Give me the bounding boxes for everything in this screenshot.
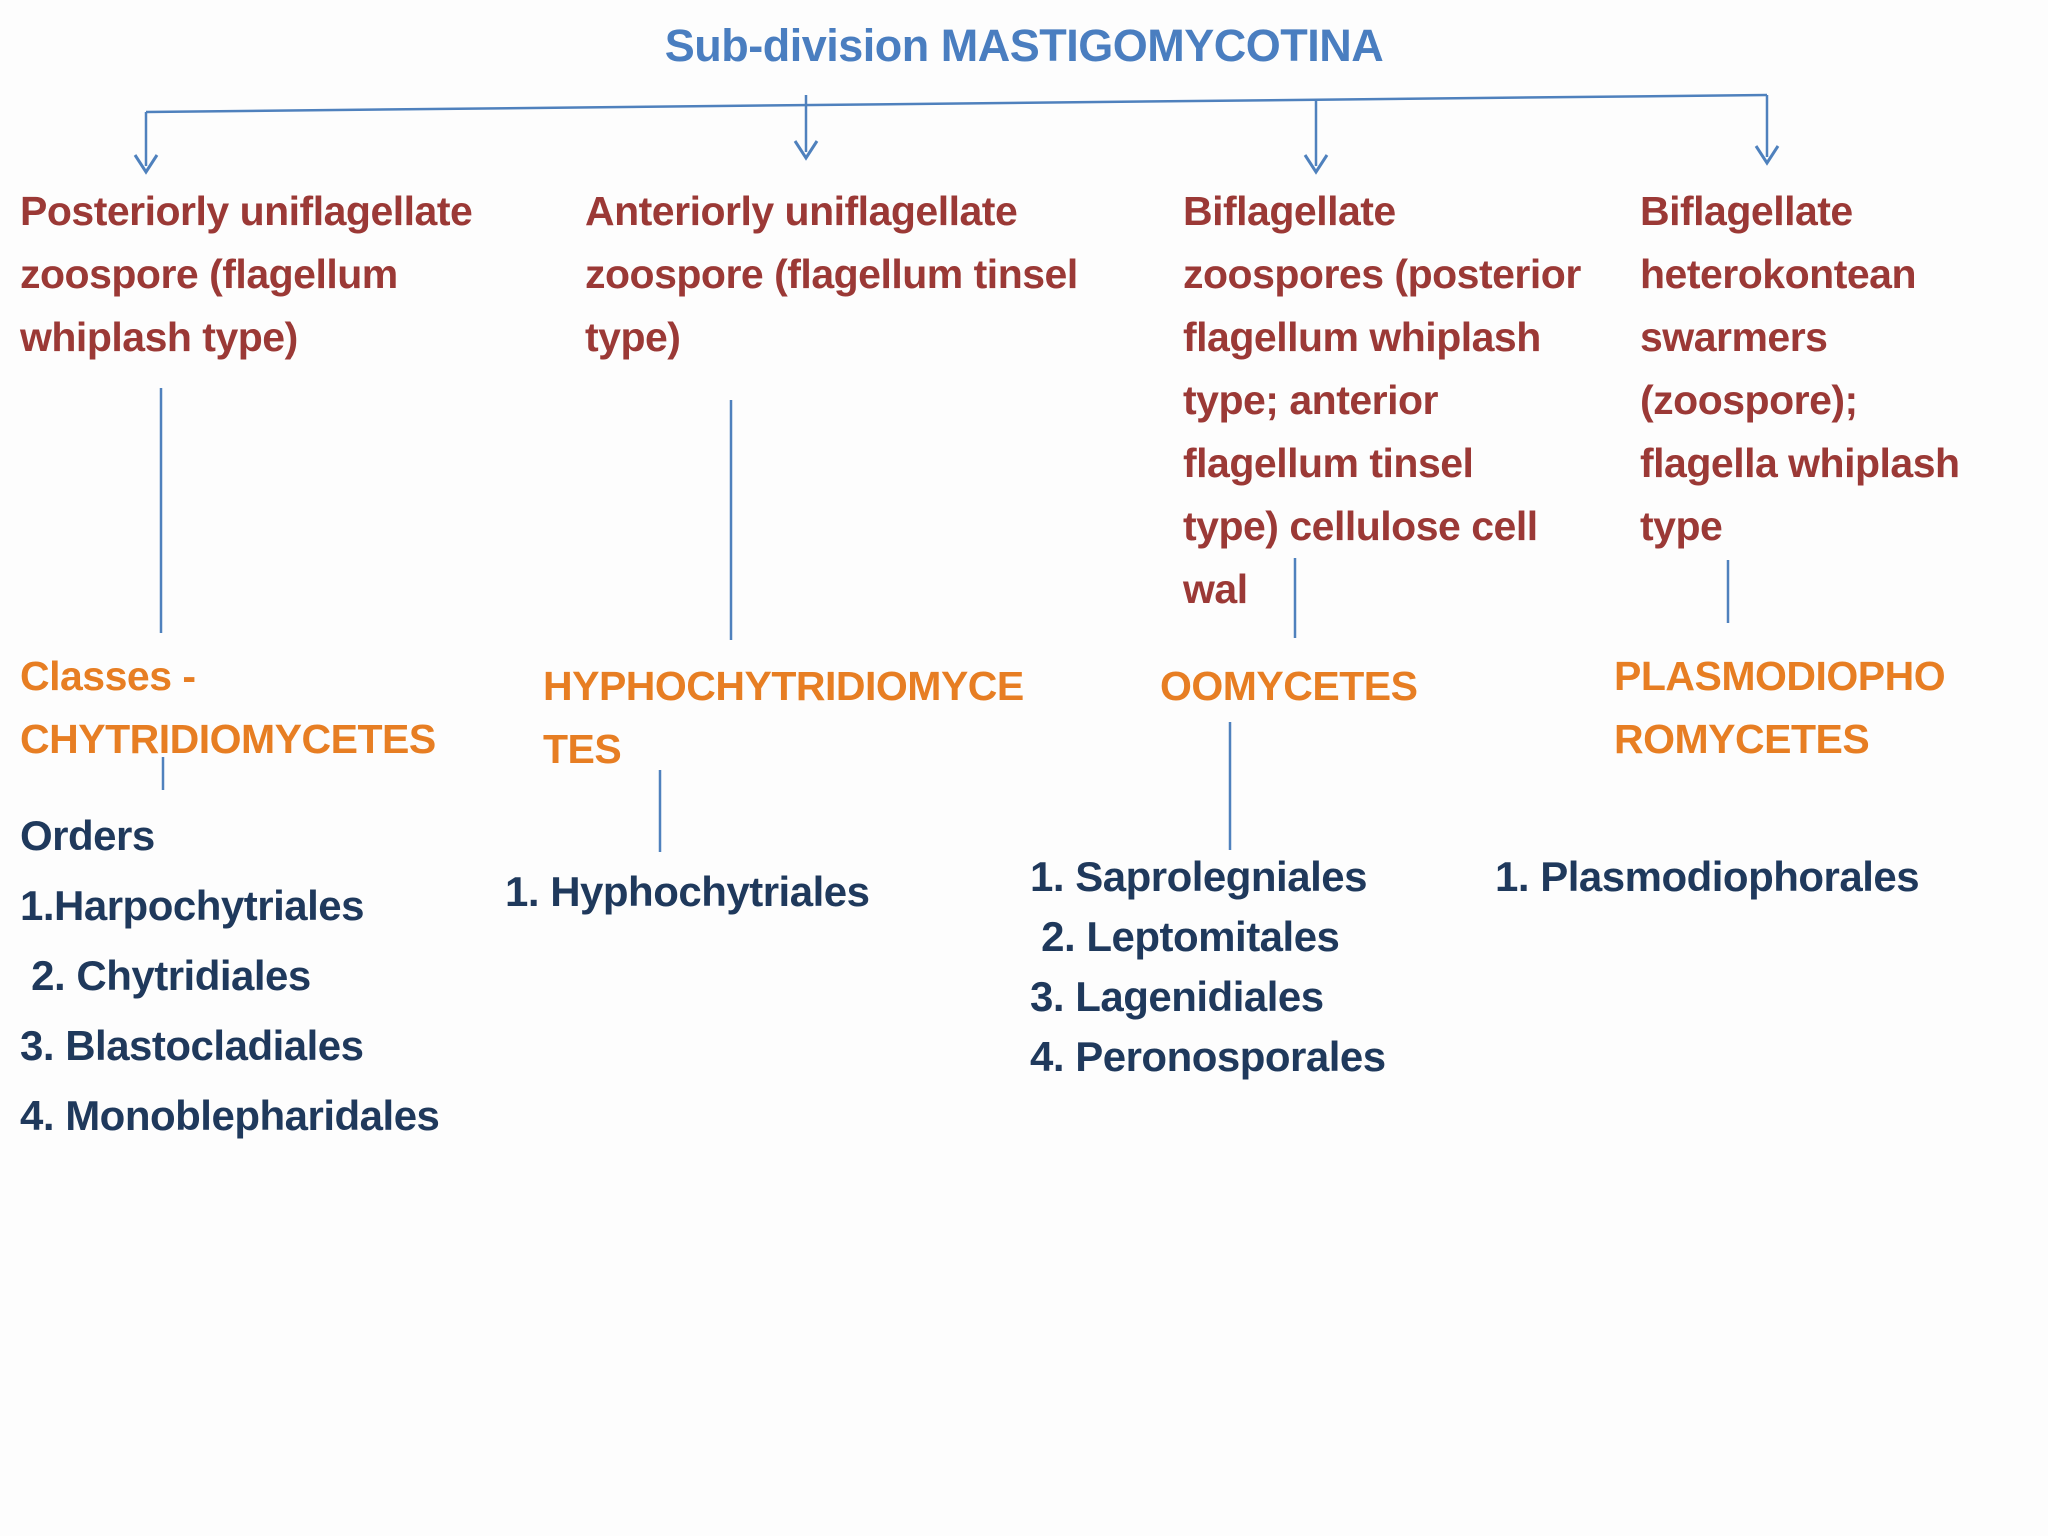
- down-arrow-icon: [1754, 145, 1780, 166]
- orders-list-hyphochytridiomycetes: 1. Hyphochytriales: [505, 868, 870, 916]
- class-name-oomycetes: OOMYCETES: [1160, 663, 1418, 709]
- order-item: 2. Chytridiales: [20, 952, 311, 999]
- order-item: 1. Plasmodiophorales: [1495, 853, 1920, 900]
- orders-list-oomycetes: 1. Saprolegniales 2. Leptomitales 3. Lag…: [1030, 853, 1386, 1093]
- orders-list-chytridiomycetes: Orders 1.Harpochytriales 2. Chytridiales…: [20, 812, 440, 1162]
- top-rail-line: [145, 93, 1768, 114]
- orders-heading: Orders: [20, 812, 155, 859]
- order-item: 1. Saprolegniales: [1030, 853, 1367, 900]
- class-name-hyphochytridiomycetes: HYPHOCHYTRIDIOMYCE TES: [543, 663, 1024, 772]
- order-item: 3. Lagenidiales: [1030, 973, 1324, 1020]
- down-arrow-icon: [1303, 154, 1329, 175]
- class-name-plasmodiophoromycetes: PLASMODIOPHO ROMYCETES: [1614, 653, 1946, 762]
- description-chytridiomycetes: Posteriorly uniflagellate zoospore (flag…: [20, 188, 473, 360]
- order-item: 3. Blastocladiales: [20, 1022, 364, 1069]
- down-arrow-icon: [133, 154, 159, 175]
- order-item: 1. Hyphochytriales: [505, 868, 870, 915]
- down-arrow-icon: [793, 140, 819, 161]
- order-item: 4. Monoblepharidales: [20, 1092, 440, 1139]
- order-item: 2. Leptomitales: [1030, 913, 1340, 960]
- order-item: 4. Peronosporales: [1030, 1033, 1386, 1080]
- diagram-title: Sub-division MASTIGOMYCOTINA: [664, 20, 1384, 71]
- order-item: 1.Harpochytriales: [20, 882, 365, 929]
- class-name-chytridiomycetes: Classes - CHYTRIDIOMYCETES: [20, 653, 436, 762]
- description-plasmodiophoromycetes: Biflagellate heterokontean swarmers (zoo…: [1640, 188, 1960, 549]
- description-hyphochytridiomycetes: Anteriorly uniflagellate zoospore (flage…: [585, 188, 1078, 360]
- orders-list-plasmodiophoromycetes: 1. Plasmodiophorales: [1495, 853, 1920, 901]
- description-oomycetes: Biflagellate zoospores (posterior flagel…: [1183, 188, 1581, 612]
